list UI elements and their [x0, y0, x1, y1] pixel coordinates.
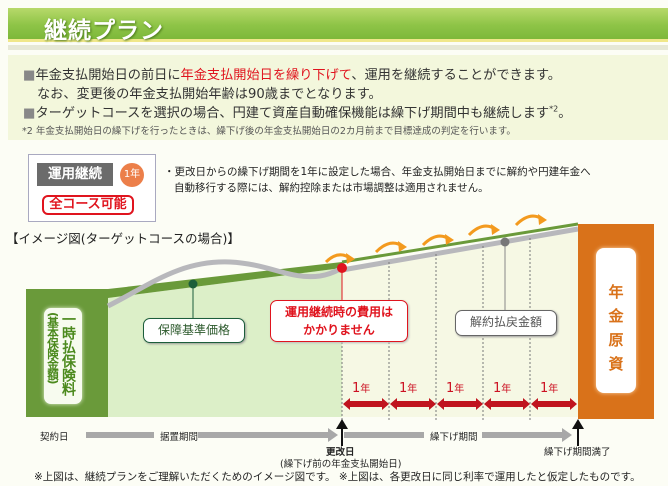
year-label: 1年 [446, 380, 464, 396]
char: 資 [608, 355, 624, 373]
note-bullet-1-line2: なお、変更後の年金支払開始年齢は90歳までとなります。 [37, 87, 382, 102]
note-text: 。 [558, 106, 572, 121]
operation-continue-badge: 運用継続 [37, 163, 113, 186]
year-unit: 年 [501, 384, 512, 395]
footnote-ref: *2 [549, 104, 559, 114]
pension-fund-label: 年 金 原 資 [596, 248, 636, 393]
year-unit: 年 [407, 384, 418, 395]
description-line: ・更改日からの繰下げ期間を1年に設定した場合、年金支払開始日までに解約や円建年金… [164, 166, 591, 178]
year-label: 1年 [493, 380, 511, 396]
postponement-period-label: 繰下げ期間 [430, 432, 478, 443]
renewal-date-label: 更改日 [326, 447, 355, 458]
contract-date-label: 契約日 [40, 432, 69, 443]
year-unit: 年 [360, 384, 371, 395]
note-bullet-2: ■ターゲットコースを選択の場合、円建て資産自動確保機能は繰下げ期間中も継続します… [23, 102, 571, 121]
year-label: 1年 [352, 380, 370, 396]
image-caption: 【イメージ図(ターゲットコースの場合)】 [6, 231, 240, 246]
surrender-point [500, 237, 510, 247]
no-cost-label: 運用継続時の費用は かかりません [270, 300, 408, 342]
year-num: 1 [446, 381, 455, 396]
notes-panel: ■年金支払開始日の前日に年金支払開始日を繰り下げて、運用を継続することができます… [8, 55, 668, 140]
char: 年 [608, 283, 624, 301]
all-courses-badge: 全コース可能 [42, 195, 134, 215]
guarantee-price-label: 保障基準価格 [143, 318, 245, 343]
char: 原 [608, 331, 624, 349]
year-label: 1年 [540, 380, 558, 396]
value-curve [106, 259, 344, 309]
footnote: *2 年金支払開始日の繰下げを行ったときは、繰下げ後の年金支払開始日の2カ月前ま… [22, 126, 516, 137]
year-label: 1年 [399, 380, 417, 396]
surrender-value-label: 解約払戻金額 [455, 310, 557, 336]
description-line: 自動移行する際には、解約控除または市場調整は適用されません。 [174, 182, 489, 194]
year-num: 1 [399, 381, 408, 396]
year-unit: 年 [454, 384, 465, 395]
note-highlight: 年金支払開始日を繰り下げて [180, 68, 352, 83]
title-bar: 継続プラン [8, 8, 668, 44]
page-title: 継続プラン [44, 18, 164, 44]
year-num: 1 [493, 381, 502, 396]
postponement-end-label: 繰下げ期間満了 [544, 447, 611, 458]
single-premium-label: 一時払保険料 (基本保険金額) [44, 308, 82, 404]
year-unit: 年 [548, 384, 559, 395]
year-num: 1 [352, 381, 361, 396]
title-divider [8, 45, 668, 50]
plan-badge: 運用継続 1年 全コース可能 [28, 154, 156, 222]
char: 金 [608, 307, 624, 325]
guarantee-point [188, 279, 198, 289]
bullet-square-icon: ■ [23, 68, 36, 83]
single-premium-text: 一時払保険料 [60, 312, 76, 396]
basic-insured-amount-text: (基本保険金額) [46, 312, 60, 384]
pension-fund-text: 年 金 原 資 [596, 280, 636, 376]
one-year-badge: 1年 [120, 163, 144, 187]
renewal-date-note: (繰下げ前の年金支払開始日) [280, 459, 402, 470]
renewal-point [337, 263, 347, 273]
bullet-square-icon: ■ [23, 106, 36, 121]
description: ・更改日からの繰下げ期間を1年に設定した場合、年金支払開始日までに解約や円建年金… [164, 164, 591, 196]
deferral-period-label: 据置期間 [160, 432, 199, 443]
year-arrows [343, 398, 577, 410]
note-text: 、運用を継続することができます。 [351, 68, 561, 83]
year-num: 1 [540, 381, 549, 396]
note-text: 年金支払開始日の前日に [35, 68, 181, 83]
no-cost-line: 運用継続時の費用は [284, 305, 393, 319]
note-text: ターゲットコースを選択の場合、円建て資産自動確保機能は繰下げ期間中も継続します [35, 106, 550, 121]
note-bullet-1: ■年金支払開始日の前日に年金支払開始日を繰り下げて、運用を継続することができます… [23, 64, 561, 83]
no-cost-line: かかりません [303, 323, 375, 337]
footer-note: ※上図は、継続プランをご理解いただくためのイメージ図です。 ※上図は、各更改日に… [34, 471, 641, 483]
